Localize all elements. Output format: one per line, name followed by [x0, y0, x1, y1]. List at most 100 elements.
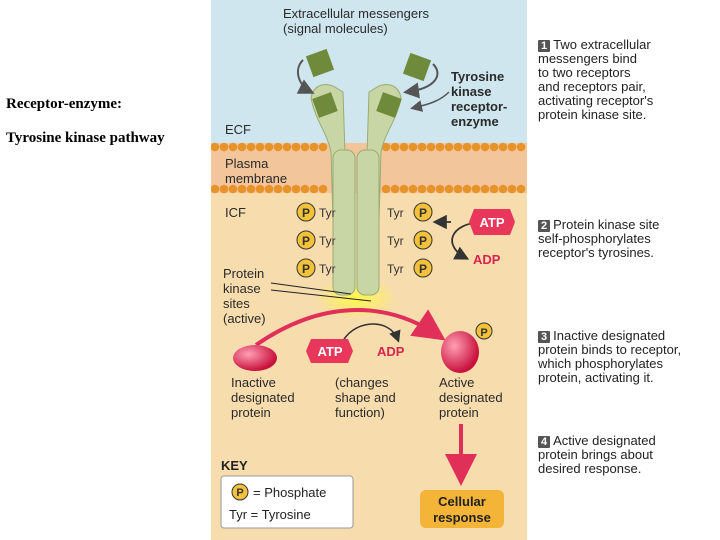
- active-protein-p: P: [480, 327, 487, 339]
- pk-pointer-1: [270, 282, 352, 295]
- lipid-head: [471, 184, 481, 194]
- adp-label-2: ADP: [377, 344, 405, 359]
- step-2-number: 2: [538, 220, 551, 232]
- step-1-line6: protein kinase site.: [538, 107, 647, 122]
- inactive-protein-shape: [233, 345, 277, 371]
- atp-burst-1: [469, 209, 515, 235]
- phosphate-left-1: [296, 202, 316, 222]
- key-box: [220, 475, 354, 529]
- messenger-bound-left: [312, 92, 338, 118]
- changes-label-3: function): [335, 405, 385, 420]
- step-4-line2: protein brings about: [538, 447, 653, 462]
- changes-label-1: (changes: [335, 375, 389, 390]
- active-protein-phosphate: [475, 322, 493, 340]
- lipid-head: [462, 184, 472, 194]
- lipid-head: [453, 142, 463, 152]
- lipid-head: [381, 184, 391, 194]
- slide-title-line2: Tyrosine kinase pathway: [6, 130, 165, 146]
- atp-burst-2: [306, 339, 353, 363]
- lipid-head: [435, 142, 445, 152]
- step-3-line4: protein, activating it.: [538, 370, 654, 385]
- receptor-pointer: [410, 91, 450, 112]
- lipid-head: [390, 142, 400, 152]
- lipid-head: [462, 142, 472, 152]
- inactive-label-2: designated: [231, 390, 295, 405]
- lipid-head: [444, 142, 454, 152]
- receptor-label-1: Tyrosine: [451, 69, 505, 84]
- active-label-2: designated: [439, 390, 503, 405]
- atp-label-1: ATP: [479, 215, 504, 230]
- lipid-head: [291, 142, 301, 152]
- lipid-head: [246, 142, 256, 152]
- step-4-line1: Active designated: [553, 433, 656, 448]
- step-1-line5: activating receptor's: [538, 93, 654, 108]
- icf-label: ICF: [225, 205, 246, 220]
- phosphate-right-label: P: [419, 262, 427, 276]
- phosphate-left-2: [296, 230, 316, 250]
- lipid-head: [219, 142, 229, 152]
- lipid-head: [426, 184, 436, 194]
- pk-label-3: sites: [223, 296, 250, 311]
- lipid-head: [507, 142, 517, 152]
- lipid-head: [516, 184, 526, 194]
- lipid-head: [507, 184, 517, 194]
- phosphate-right-label: P: [419, 234, 427, 248]
- lipid-head: [309, 142, 319, 152]
- lipid-head: [444, 184, 454, 194]
- phosphate-right-1: [413, 202, 433, 222]
- lipid-head: [237, 142, 247, 152]
- slide-title-line1: Receptor-enzyme:: [6, 96, 123, 112]
- plasma-label-2: membrane: [225, 171, 288, 186]
- lipid-head: [237, 184, 247, 194]
- step-1-line4: and receptors pair,: [538, 79, 646, 94]
- active-protein-shape: [441, 331, 479, 373]
- step-4-line3: desired response.: [538, 461, 642, 476]
- atp-label-2: ATP: [317, 344, 342, 359]
- lipid-head: [264, 142, 274, 152]
- tyr-left-label: Tyr: [319, 206, 336, 220]
- phosphate-right-3: [413, 258, 433, 278]
- phosphate-left-label: P: [302, 234, 310, 248]
- step-2-line3: receptor's tyrosines.: [538, 245, 654, 260]
- lipid-head: [282, 184, 292, 194]
- lipid-head: [435, 184, 445, 194]
- bind-arrow-right: [403, 63, 439, 99]
- lipid-head: [516, 142, 526, 152]
- lipid-head: [211, 184, 220, 194]
- phosphorylation-arrow: [340, 323, 401, 346]
- lipid-head: [390, 184, 400, 194]
- adp-label-1: ADP: [473, 252, 501, 267]
- lipid-head: [300, 184, 310, 194]
- lipid-head: [228, 184, 238, 194]
- lipid-head: [498, 184, 508, 194]
- tyr-right-label: Tyr: [387, 262, 404, 276]
- lipid-head: [228, 142, 238, 152]
- inactive-label-1: Inactive: [231, 375, 276, 390]
- plasma-label-1: Plasma: [225, 156, 269, 171]
- step-3-line1: Inactive designated: [553, 328, 666, 343]
- lipid-head: [318, 142, 328, 152]
- receptor-label-2: kinase: [451, 84, 492, 99]
- step-3-line2: protein binds to receptor,: [538, 342, 682, 357]
- pk-label-1: Protein: [223, 266, 265, 281]
- active-label-1: Active: [439, 375, 475, 390]
- lipid-head: [417, 184, 427, 194]
- inactive-label-3: protein: [231, 405, 271, 420]
- phosphate-left-3: [296, 258, 316, 278]
- step-2-line1: Protein kinase site: [553, 217, 660, 232]
- key-phosphate-text: = Phosphate: [253, 485, 326, 500]
- receptor-enzyme: [310, 84, 402, 320]
- lipid-head: [255, 142, 265, 152]
- phosphate-right-2: [413, 230, 433, 250]
- step-3-number: 3: [538, 331, 551, 343]
- step-1-line1: Two extracellular: [553, 37, 651, 52]
- key-p: P: [236, 487, 243, 499]
- lipid-head: [399, 142, 409, 152]
- tyr-right-label: Tyr: [387, 234, 404, 248]
- step-1-number: 1: [538, 40, 551, 52]
- pk-label-4: (active): [223, 311, 266, 326]
